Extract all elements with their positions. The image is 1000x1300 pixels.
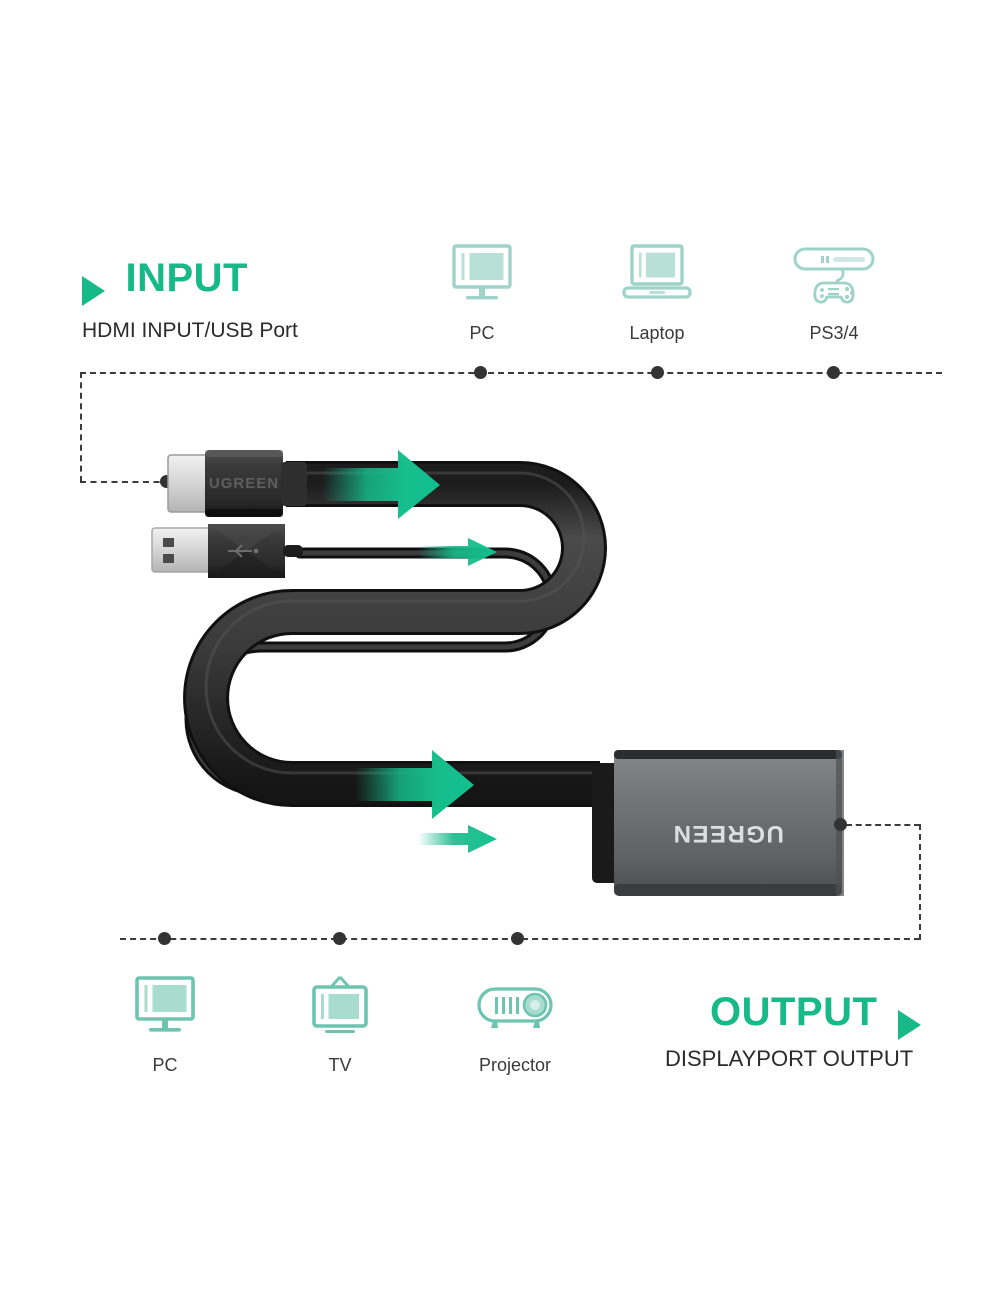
input-heading-group: INPUT [82,258,248,306]
input-connector-dot-laptop [651,366,664,379]
hdmi-flow-arrow-top [322,450,440,519]
input-connector-line-vertical [80,372,82,482]
usb-flow-arrow-bottom [418,825,497,853]
output-device-projector-label: Projector [478,1055,552,1075]
output-device-tv[interactable]: TV [298,975,382,1074]
output-connector-dot-tv [333,932,346,945]
output-connector-dot-pc [158,932,171,945]
usb-a-plug [151,524,303,578]
output-device-projector[interactable]: Projector [473,975,557,1074]
output-device-pc-label: PC [152,1055,178,1075]
output-connector-line-stub [846,824,920,826]
tv-icon [298,975,382,1046]
triangle-right-icon [82,275,105,306]
input-connector-dot-pc [474,366,487,379]
output-connector-dot-projector [511,932,524,945]
input-device-laptop[interactable]: Laptop [615,243,699,342]
output-connector-line-vertical [919,824,921,940]
input-title: INPUT [125,256,248,300]
console-gamepad-icon [792,243,876,314]
monitor-icon [123,975,207,1046]
triangle-right-icon [897,1009,921,1040]
output-device-pc[interactable]: PC [123,975,207,1074]
output-title: OUTPUT [710,990,878,1034]
input-subtitle: HDMI INPUT/USB Port [82,319,298,342]
input-device-pc[interactable]: PC [440,243,524,342]
hdmi-plug: UGREEN [167,450,307,517]
input-connector-line-stub [80,481,170,483]
input-connector-dot-console [827,366,840,379]
input-device-console[interactable]: PS3/4 [792,243,876,342]
input-connector-line-horizontal [80,372,942,374]
output-heading-group: OUTPUT [710,992,921,1040]
input-device-pc-label: PC [469,323,495,343]
output-subtitle: DISPLAYPORT OUTPUT [665,1046,914,1071]
input-device-laptop-label: Laptop [629,323,685,343]
displayport-adapter: UGREEN [592,750,844,896]
monitor-icon [440,243,524,314]
hdmi-flow-arrow-bottom [355,750,474,819]
output-connector-dot-adapter [834,818,847,831]
laptop-icon [615,243,699,314]
usb-flow-arrow-top [418,538,497,566]
output-device-tv-label: TV [328,1055,352,1075]
input-device-console-label: PS3/4 [809,323,859,343]
svg-text:UGREEN: UGREEN [672,820,784,847]
projector-icon [473,975,557,1046]
svg-text:UGREEN: UGREEN [209,475,279,492]
